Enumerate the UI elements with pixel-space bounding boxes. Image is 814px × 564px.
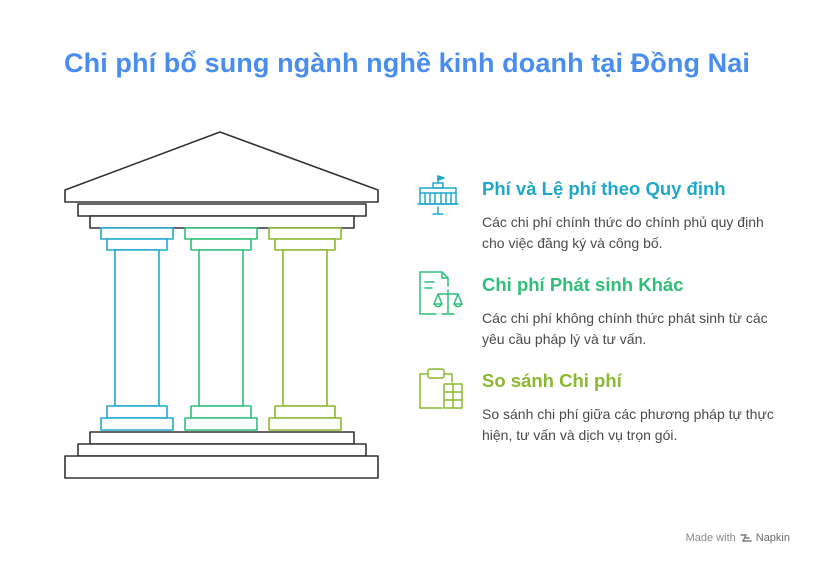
item-description: Các chi phí chính thức do chính phủ quy … bbox=[482, 214, 764, 251]
watermark-prefix: Made with bbox=[685, 532, 736, 544]
pillar-olive bbox=[268, 227, 342, 431]
legal-document-scale-icon bbox=[419, 271, 463, 315]
item-description: Các chi phí không chính thức phát sinh t… bbox=[482, 310, 768, 347]
page-title: Chi phí bổ sung ngành nghề kinh doanh tạ… bbox=[64, 48, 750, 78]
napkin-logo-icon bbox=[740, 534, 752, 542]
temple-beam-upper bbox=[77, 203, 367, 217]
clipboard-compare-icon bbox=[419, 368, 463, 409]
temple-step-bottom bbox=[64, 455, 379, 479]
temple-roof bbox=[64, 131, 379, 203]
item-heading: Chi phí Phát sinh Khác bbox=[482, 274, 684, 295]
pillar-blue bbox=[100, 227, 174, 431]
item-heading: Phí và Lệ phí theo Quy định bbox=[482, 178, 726, 199]
watermark-brand: Napkin bbox=[755, 532, 790, 544]
government-building-icon bbox=[417, 175, 459, 215]
temple-step-middle bbox=[77, 443, 367, 457]
item-heading: So sánh Chi phí bbox=[482, 370, 622, 391]
pillar-green bbox=[184, 227, 258, 431]
item-description: So sánh chi phí giữa các phương pháp tự … bbox=[482, 406, 774, 443]
made-with-napkin-watermark: Made with Napkin bbox=[686, 532, 790, 544]
pillars-temple-graphic bbox=[64, 131, 379, 479]
temple-step-top bbox=[89, 431, 355, 445]
temple-beam-lower bbox=[89, 215, 355, 229]
